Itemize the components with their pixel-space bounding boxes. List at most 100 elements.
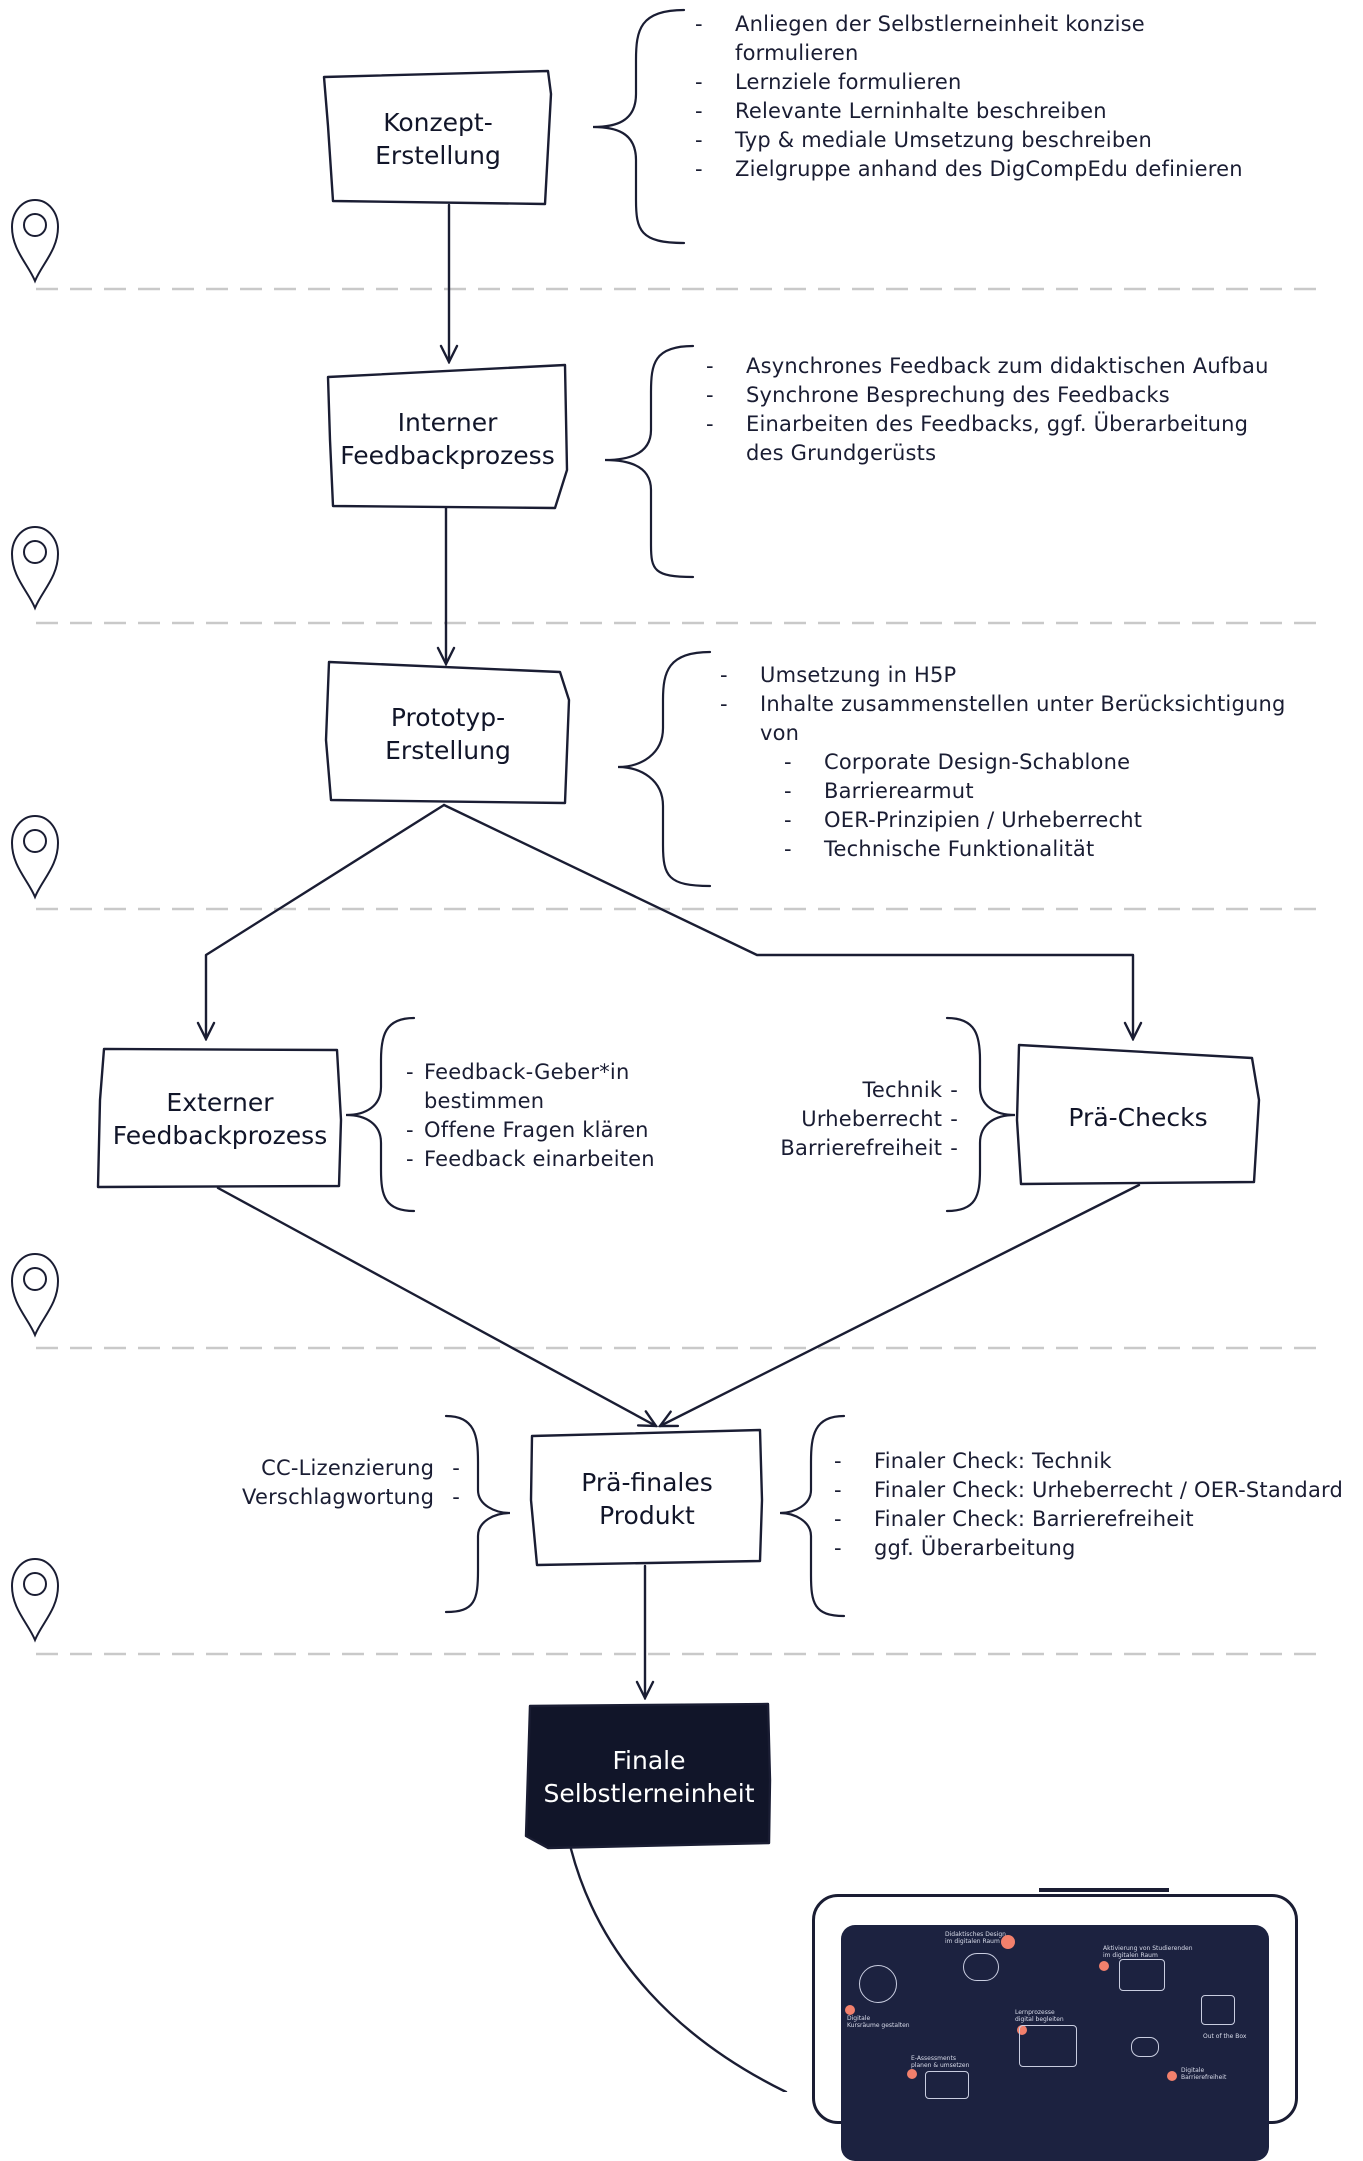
node-konzept-outline [322,69,553,206]
notes-prototyp: -Umsetzung in H5P -Inhalte zusammenstell… [720,661,1286,864]
edge-prototyp-extern [206,803,446,1039]
list-item: -Finaler Check: Barrierefreiheit [834,1507,1194,1531]
tablet-top-bar [1039,1888,1169,1892]
list-item: -Lernziele formulieren [695,70,962,94]
node-konzept-label: Konzept- Erstellung [375,108,501,170]
list-item: -Finaler Check: Urheberrecht / OER-Stand… [834,1478,1344,1502]
node-extern: Externer Feedbackprozess [100,1050,340,1187]
node-prototyp-label: Prototyp- Erstellung [385,703,511,765]
screen-accent-dot [1017,2025,1027,2035]
list-item: -Finaler Check: Technik [834,1449,1112,1473]
screen-label: im digitalen Raum [945,1938,1000,1945]
cloud-icon [963,1953,999,1981]
box-icon [1201,1995,1235,2025]
notes-prae-finales-right: -Finaler Check: Technik -Finaler Check: … [834,1447,1343,1563]
play-icon [859,1965,897,2003]
brace-prototyp [617,650,712,888]
notes-extern: -Feedback-Geber*in bestimmen -Offene Fra… [406,1058,655,1174]
screen-accent-dot [1001,1935,1015,1949]
node-prototyp-outline [324,660,571,805]
notes-prae-checks: Technik- Urheberrecht- Barrierefreiheit- [780,1076,958,1163]
brace-intern [604,344,695,579]
list-item: -Umsetzung in H5P [720,663,957,687]
list-item: CC-Lizenzierung- [261,1456,460,1480]
node-extern-outline [96,1047,343,1189]
node-prae-checks: Prä-Checks [1018,1050,1258,1184]
assessment-icon [925,2071,969,2099]
list-item: -Relevante Lerninhalte beschreiben [695,99,1107,123]
edge-extern-prae-finales [216,1186,656,1426]
node-prae-finales: Prä-finales Produkt [532,1433,762,1564]
node-intern-label: Interner Feedbackprozess [340,408,555,470]
list-item: Technik- [862,1078,958,1102]
list-item: -Feedback einarbeiten [406,1147,655,1171]
list-item: -Asynchrones Feedback zum didaktischen A… [706,354,1269,378]
edge-prototyp-prae-checks [442,803,1133,1039]
list-item: formulieren [735,41,859,65]
node-intern: Interner Feedbackprozess [330,370,565,508]
node-finale-label: Finale Selbstlerneinheit [543,1745,755,1808]
screen-label: Kursräume gestalten [847,2022,910,2029]
list-item: Urheberrecht- [801,1107,958,1131]
brace-konzept [592,8,686,245]
location-pin-icon [10,1557,60,1643]
node-prae-checks-label: Prä-Checks [1068,1102,1208,1132]
brace-prae-checks [945,1016,1016,1213]
node-intern-outline [326,363,569,510]
node-konzept: Konzept- Erstellung [328,74,548,204]
list-item: Barrierefreiheit- [780,1136,958,1160]
node-prae-finales-outline [529,1428,764,1567]
list-item: -Inhalte zusammenstellen unter Berücksic… [720,692,1286,716]
screen-accent-dot [1099,1961,1109,1971]
list-item: -Corporate Design-Schablone [784,750,1131,774]
screen-label: digital begleiten [1015,2016,1064,2023]
brace-prae-finales-right [779,1414,846,1618]
node-finale: Finale Selbstlerneinheit [528,1705,770,1848]
screen-label: im digitalen Raum [1103,1952,1158,1959]
screen-label: planen & umsetzen [911,2062,970,2069]
list-item: bestimmen [424,1089,545,1113]
screen-label: Didaktisches Design [945,1931,1006,1938]
screen-accent-dot [907,2069,917,2079]
stage-dividers [36,287,1318,1656]
screen-label: Lernprozesse [1015,2009,1055,2016]
tablet-screen: Didaktisches Design im digitalen Raum Ak… [841,1925,1269,2161]
diagram-canvas [36,8,1318,2092]
node-finale-outline [524,1702,772,1850]
list-item: -Anliegen der Selbstlerneinheit konzise [695,12,1145,36]
tablet-illustration: Didaktisches Design im digitalen Raum Ak… [812,1888,1298,2161]
screen-label: E-Assessments [911,2055,956,2062]
node-prototyp: Prototyp- Erstellung [328,666,568,802]
list-item: -ggf. Überarbeitung [834,1536,1076,1560]
list-item: -Zielgruppe anhand des DigCompEdu defini… [695,157,1243,181]
screen-label: Barrierefreiheit [1181,2074,1227,2081]
screen-label: Out of the Box [1203,2033,1247,2040]
list-item: -Typ & mediale Umsetzung beschreiben [695,128,1152,152]
brace-extern [345,1016,416,1213]
list-item: des Grundgerüsts [746,441,937,465]
node-prae-checks-outline [1015,1043,1261,1186]
location-pin-icon [10,1252,60,1338]
screen-label: Digitale [847,2015,871,2022]
location-pin-icon [10,198,60,284]
chat-icon [1131,2037,1159,2057]
node-extern-label: Externer Feedbackprozess [112,1087,328,1150]
notes-prae-finales-left: CC-Lizenzierung- Verschlagwortung- [242,1454,460,1512]
list-item: -Barrierearmut [784,779,974,803]
list-item: -Einarbeiten des Feedbacks, ggf. Überarb… [706,412,1249,436]
edge-finale-tablet [569,1847,788,2092]
location-pin-icon [10,814,60,900]
location-pin-icon [10,525,60,611]
edge-prae-checks-prae-finales [660,1183,1141,1426]
list-item: -Technische Funktionalität [784,837,1095,861]
list-item: -Offene Fragen klären [406,1118,649,1142]
list-item: von [760,721,800,745]
list-item: -Feedback-Geber*in [406,1060,630,1084]
list-item: Verschlagwortung- [242,1485,460,1509]
screen-label: Aktivierung von Studierenden [1103,1945,1193,1952]
list-item: -Synchrone Besprechung des Feedbacks [706,383,1170,407]
brace-prae-finales-left [444,1414,511,1614]
board-icon [1019,2025,1077,2067]
screen-accent-dot [1167,2071,1177,2081]
notes-konzept: -Anliegen der Selbstlerneinheit konzise … [695,10,1243,184]
